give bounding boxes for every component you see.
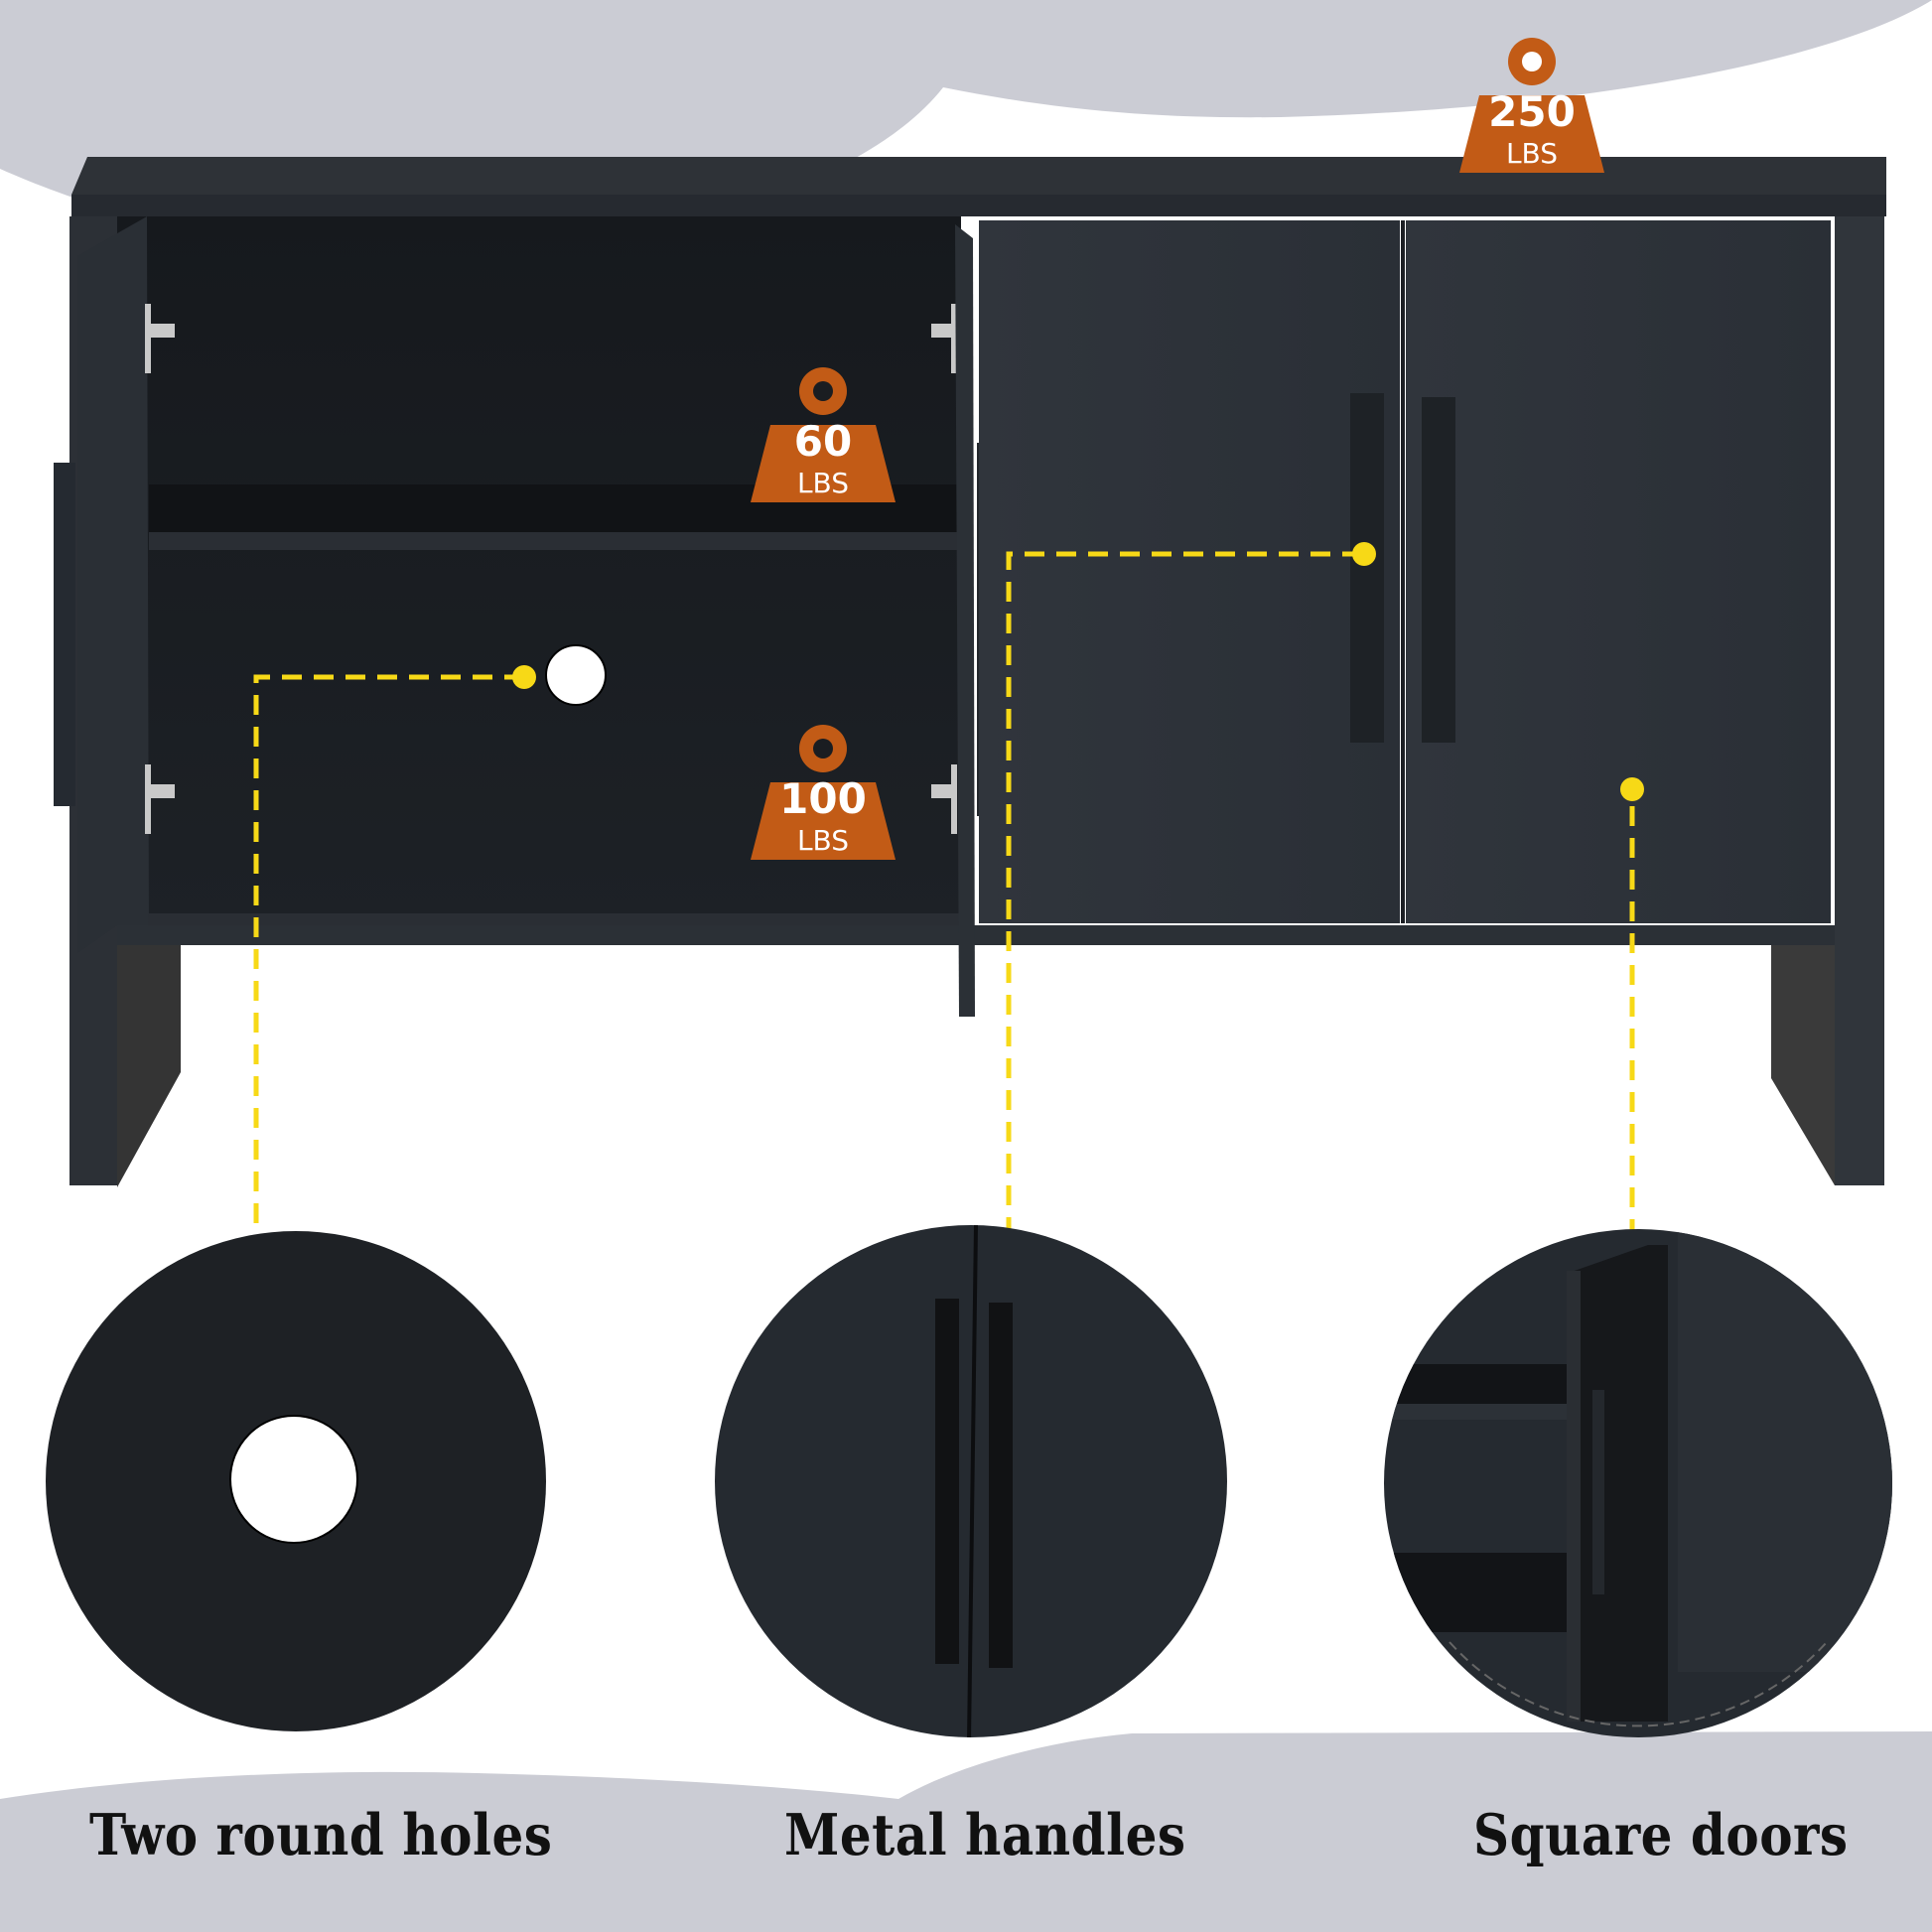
- load-badge-bottom-shelf: 100 LBS: [751, 721, 896, 864]
- load-badge-top: 250 LBS: [1459, 34, 1604, 177]
- detail-circle-doors: [1384, 1229, 1892, 1737]
- feature-caption-handles: Metal handles: [784, 1801, 1186, 1868]
- detail-circle-holes: [46, 1231, 546, 1731]
- detail-circle-handles: [715, 1225, 1227, 1737]
- weight-icon: [751, 725, 896, 860]
- feature-caption-holes: Two round holes: [89, 1801, 553, 1868]
- weight-icon: [1459, 38, 1604, 173]
- weight-icon: [751, 367, 896, 502]
- feature-caption-doors: Square doors: [1473, 1801, 1849, 1868]
- load-badge-upper-shelf: 60 LBS: [751, 363, 896, 506]
